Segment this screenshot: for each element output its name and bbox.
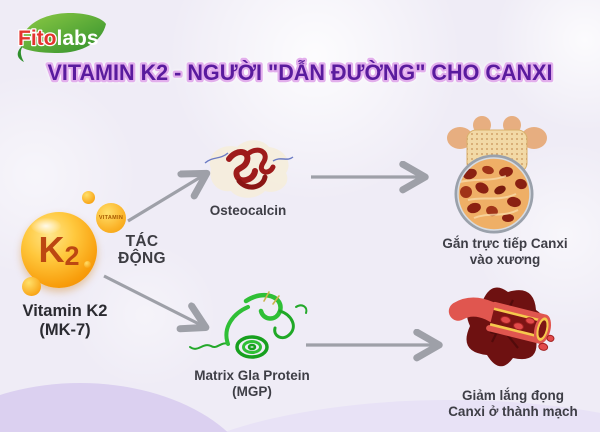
logo-text-labs: labs: [56, 27, 98, 50]
mgp-label-line2: (MGP): [232, 383, 272, 399]
ball-label-k: K: [38, 229, 65, 270]
osteocalcin-label: Osteocalcin: [188, 203, 308, 219]
artery-icon: [448, 287, 555, 367]
bone-effect-line2: vào xương: [469, 251, 541, 267]
vitamin-k2-ball: K 2: [21, 212, 97, 288]
svg-text:Fitolabs: Fitolabs: [18, 27, 99, 50]
mgp-label-line1: Matrix Gla Protein: [194, 368, 310, 383]
ball-label-2: 2: [64, 240, 80, 271]
ball-shine: [31, 218, 61, 234]
bone-effect-line1: Gắn trực tiếp Canxi: [442, 236, 568, 251]
k2-name-label: Vitamin K2 (MK-7): [0, 302, 130, 341]
logo-text-fito: Fito: [18, 27, 56, 50]
orange-bubble: [82, 191, 95, 204]
action-line2: ĐỘNG: [118, 250, 166, 267]
leaf-icon: [17, 13, 106, 62]
mgp-label: Matrix Gla Protein (MGP): [187, 368, 317, 399]
mgp-protein-icon: [189, 291, 308, 359]
vessel-effect-line1: Giảm lắng đọng: [461, 388, 564, 403]
bone-effect-label: Gắn trực tiếp Canxi vào xương: [430, 236, 580, 267]
osteocalcin-label-text: Osteocalcin: [209, 203, 287, 218]
osteocalcin-protein-icon: [204, 140, 294, 198]
action-label: TÁC ĐỘNG: [110, 233, 174, 267]
page-title: VITAMIN K2 - NGƯỜI "DẪN ĐƯỜNG" CHO CANXI: [45, 57, 555, 88]
vitamin-badge: VITAMIN: [96, 203, 126, 233]
k2-name-line1: Vitamin K2: [22, 302, 108, 320]
vitamin-badge-text: VITAMIN: [98, 215, 124, 221]
fitolabs-logo: Fitolabs: [17, 13, 106, 62]
orange-bubble: [22, 277, 41, 296]
bone-trabecular-icon: [447, 116, 547, 234]
orange-bubble: [84, 261, 91, 268]
title-text: VITAMIN K2 - NGƯỜI "DẪN ĐƯỜNG" CHO CANXI: [48, 59, 553, 85]
vessel-effect-line2: Canxi ở thành mạch: [448, 403, 578, 419]
k2-name-line2: (MK-7): [39, 321, 91, 340]
vessel-effect-label: Giảm lắng đọng Canxi ở thành mạch: [437, 388, 589, 419]
action-line1: TÁC: [125, 233, 159, 250]
